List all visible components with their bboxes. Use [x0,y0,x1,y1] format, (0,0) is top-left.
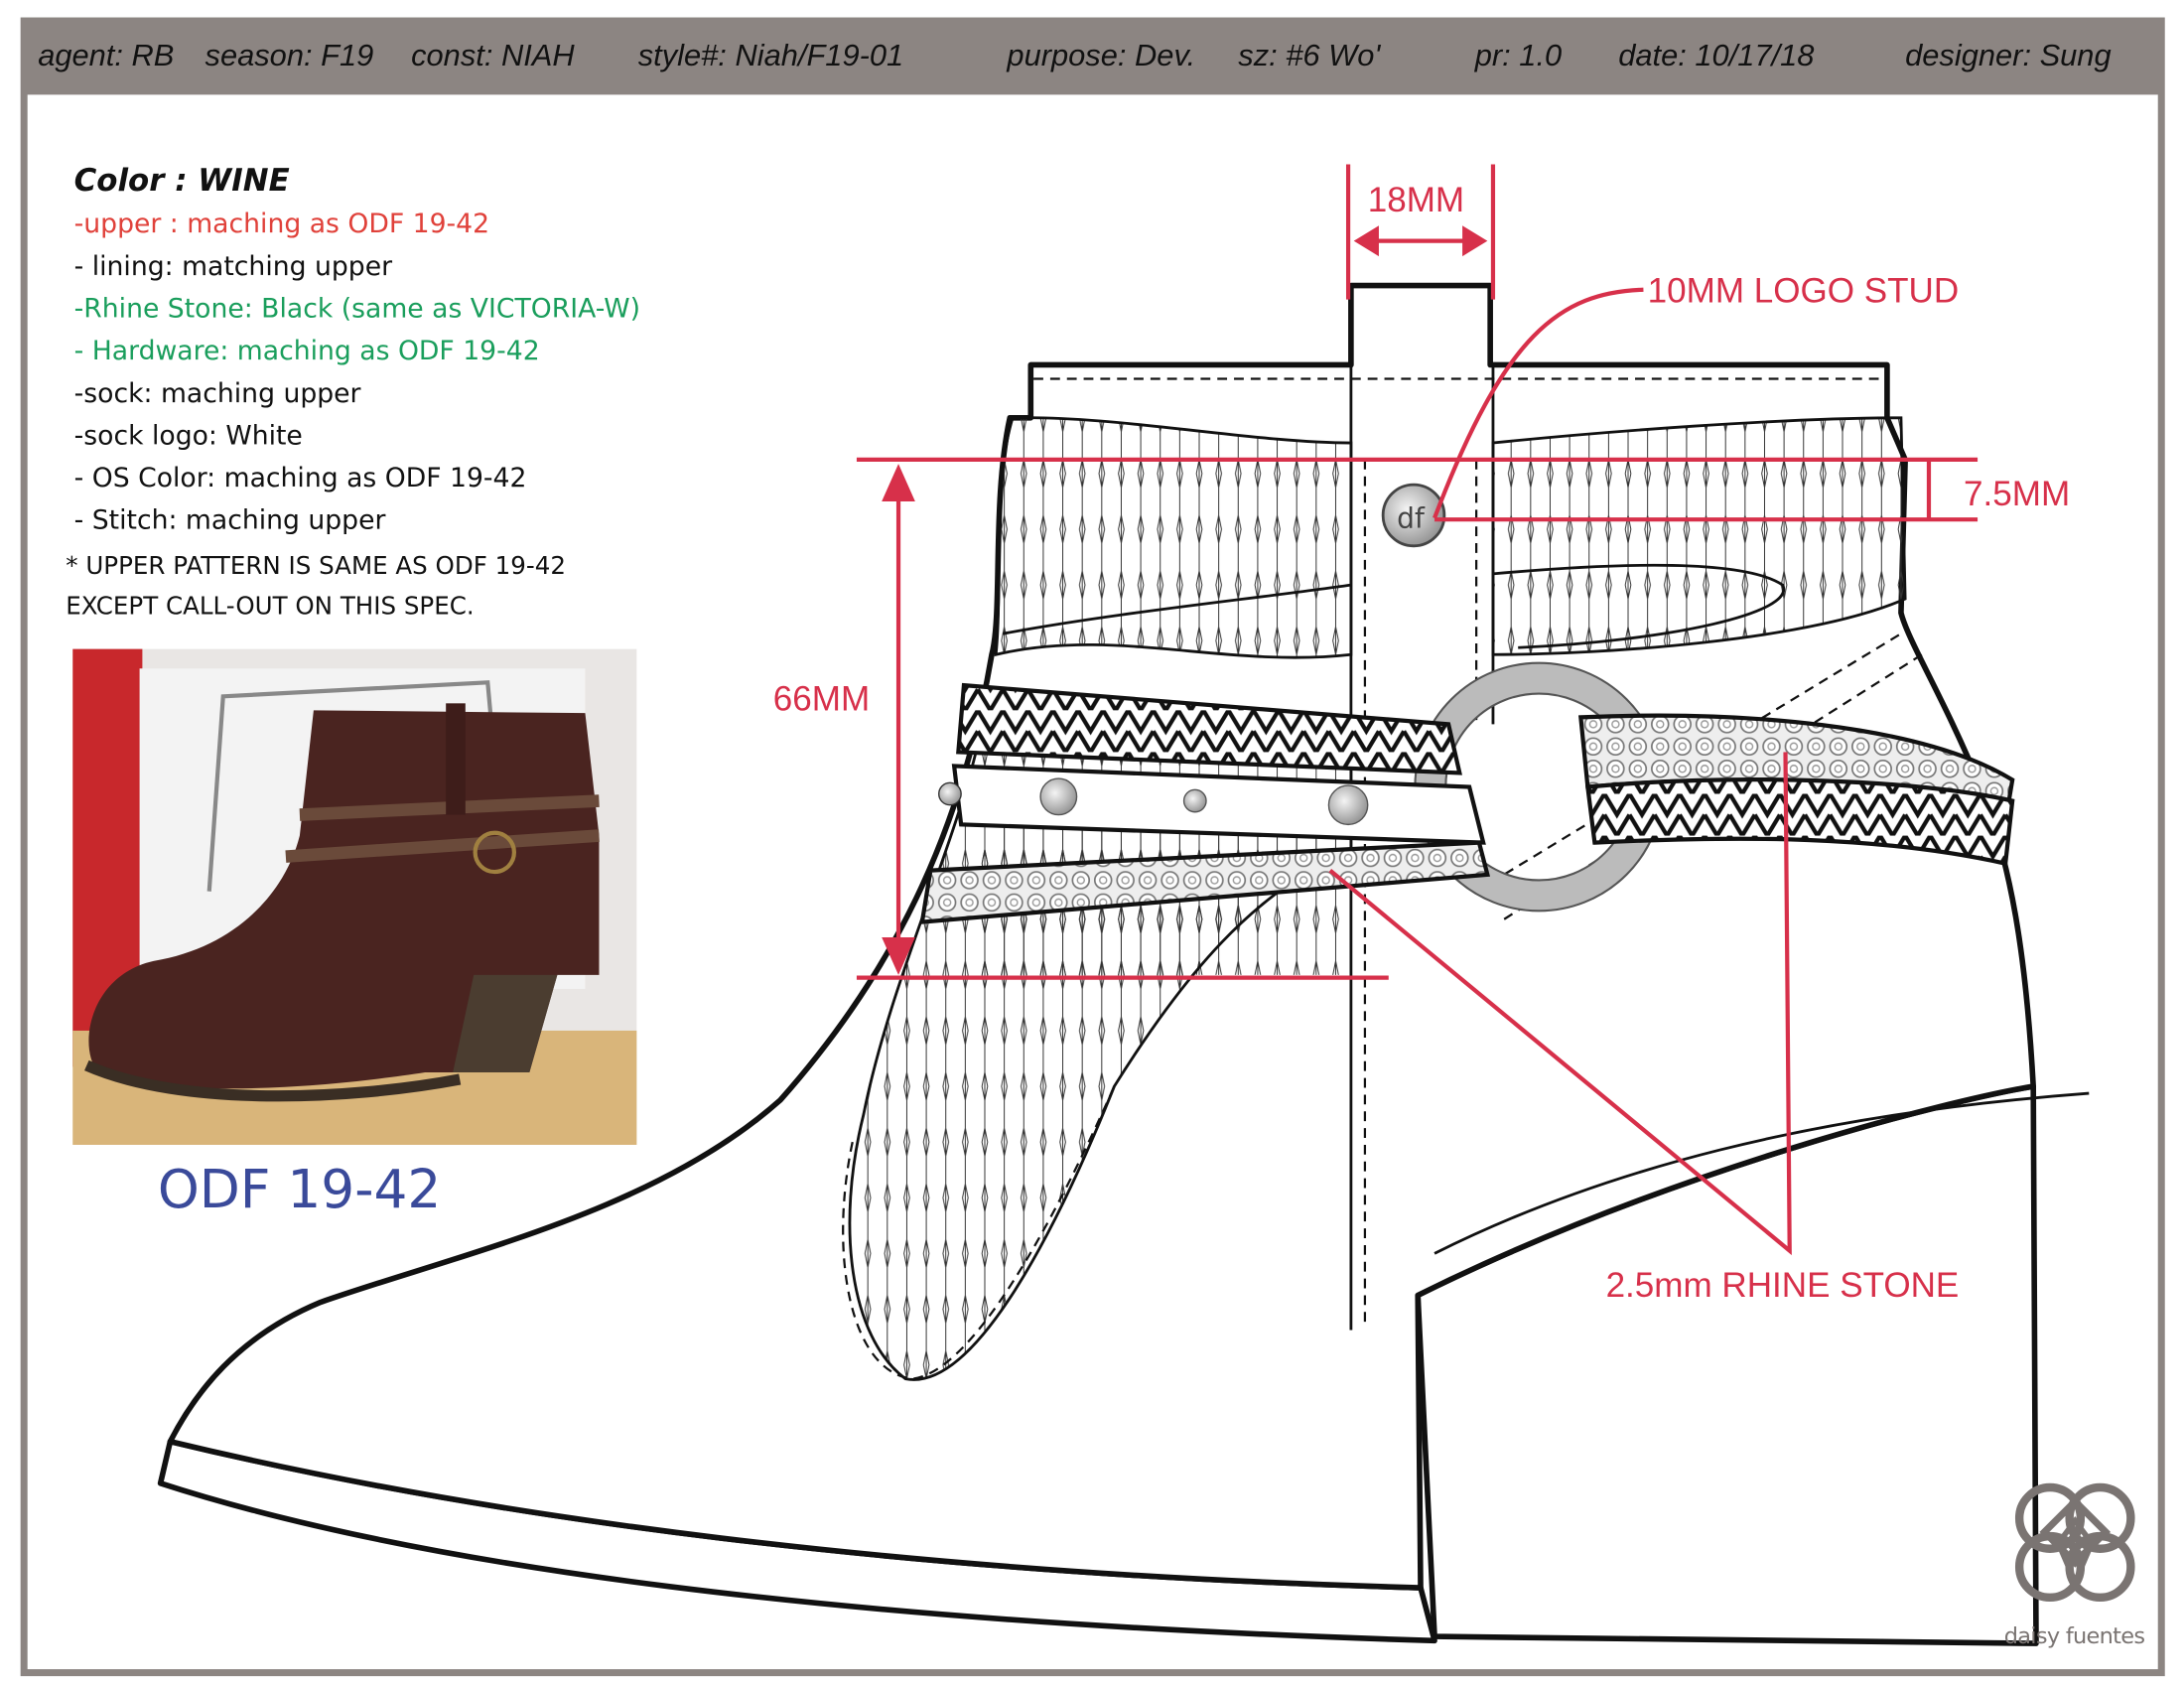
spec-line: - lining: matching upper [74,251,392,282]
boot-drawing: df [157,282,2090,1646]
stud-offset-callout: 7.5MM [1964,475,2070,513]
spec-line: -sock: maching upper [74,378,361,409]
header-size: sz: #6 Wo' [1238,38,1381,72]
brand-name: daisy fuentes [2004,1623,2145,1649]
header-style: style#: Niah/F19-01 [638,38,903,72]
logo-stud-callout: 10MM LOGO STUD [1648,271,1960,310]
color-spec: Color : WINE -upper : maching as ODF 19-… [66,163,640,620]
color-title: Color : WINE [74,163,290,199]
header-purpose: purpose: Dev. [1006,38,1195,72]
svg-text:df: df [1397,502,1426,535]
height-callout: 66MM [773,679,870,718]
width-callout: 18MM [1368,181,1464,219]
spec-line: - OS Color: maching as ODF 19-42 [74,463,527,493]
header-pr: pr: 1.0 [1474,38,1562,72]
logo-stud [1381,483,1446,548]
reference-label: ODF 19-42 [158,1159,441,1220]
header-bar [21,21,2165,95]
spec-line: -upper : maching as ODF 19-42 [74,209,489,239]
reference-photo [72,648,637,1145]
brand-logo [2014,1482,2135,1603]
header-season: season: F19 [205,38,374,72]
rhinestone-callout: 2.5mm RHINE STONE [1606,1266,1960,1305]
header-agent: agent: RB [38,38,174,72]
pattern-note-1: * UPPER PATTERN IS SAME AS ODF 19-42 [66,551,566,580]
callouts: 18MM 10MM LOGO STUD 7.5MM 66MM 2.5mm RHI… [773,164,2070,1305]
header-const: const: NIAH [411,38,575,72]
header-fields: agent: RB season: F19 const: NIAH style#… [38,38,2111,72]
header-date: date: 10/17/18 [1618,38,1814,72]
pattern-note-2: EXCEPT CALL-OUT ON THIS SPEC. [66,592,474,621]
spec-line: - Stitch: maching upper [74,505,386,536]
spec-line: - Hardware: maching as ODF 19-42 [74,336,540,366]
braided-strap [956,682,1462,775]
spec-line: -sock logo: White [74,420,303,451]
spec-line: -Rhine Stone: Black (same as VICTORIA-W) [74,294,640,325]
rhinestone-strap-front [919,840,1491,924]
header-designer: designer: Sung [1905,38,2112,72]
